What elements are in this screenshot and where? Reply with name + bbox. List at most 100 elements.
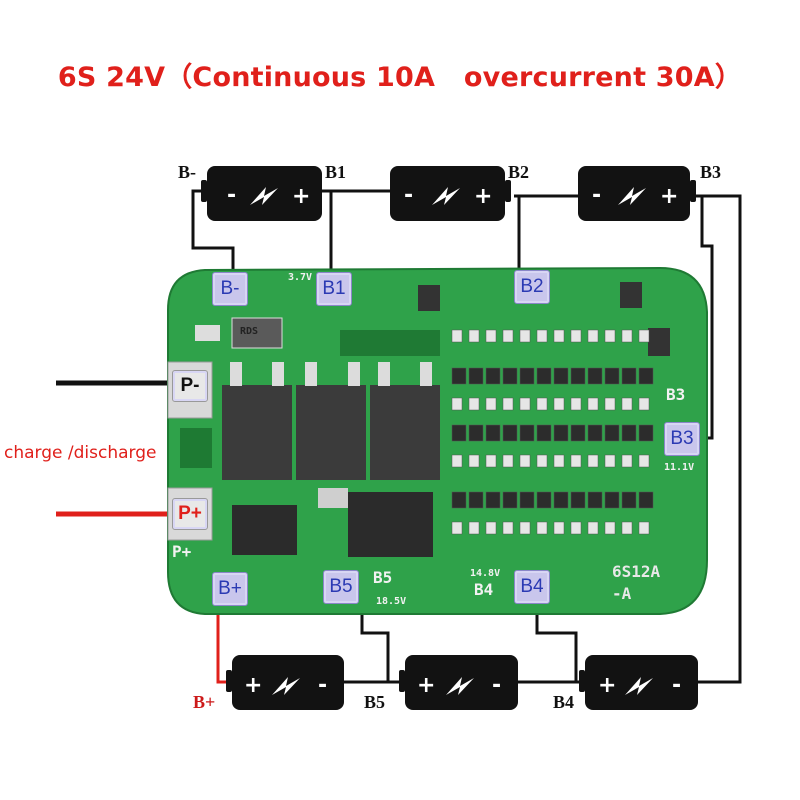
label-b4: B4: [553, 692, 575, 712]
svg-text:+: +: [474, 184, 492, 209]
smd-part: [570, 491, 586, 509]
smd-part: [621, 521, 633, 535]
smd-part: [502, 424, 518, 442]
pad-b1: B1: [316, 272, 352, 306]
smd-part: [604, 367, 620, 385]
smd-part: [536, 397, 548, 411]
smd-part: [502, 454, 514, 468]
battery-cell-6: + -: [226, 655, 344, 710]
diagram-title: 6S 24V（Continuous 10A overcurrent 30A）: [57, 62, 743, 93]
silk-model: 6S12A: [612, 562, 661, 581]
label-b-plus: B+: [193, 692, 216, 712]
smd-part: [451, 424, 467, 442]
silk-rds: RDS: [240, 326, 259, 337]
smd-part: [451, 521, 463, 535]
smd-part: [638, 329, 650, 343]
svg-text:-: -: [492, 673, 501, 698]
smd-part: [621, 367, 637, 385]
smd-part: [468, 454, 480, 468]
svg-text:+: +: [660, 184, 678, 209]
smd-part: [485, 397, 497, 411]
pad-b4: B4: [514, 570, 550, 604]
smd-part: [553, 491, 569, 509]
pad-b3: B3: [664, 422, 700, 456]
silk-p-plus: P+: [172, 542, 192, 561]
smd-part: [468, 491, 484, 509]
battery-cell-3: - +: [578, 166, 696, 221]
smd-part: [502, 329, 514, 343]
pad-b-plus: B+: [212, 572, 248, 606]
smd-part: [638, 424, 654, 442]
smd-part: [451, 367, 467, 385]
smd-part: [468, 329, 480, 343]
smd-part: [570, 397, 582, 411]
smd-part: [502, 397, 514, 411]
silk-variant: -A: [612, 584, 632, 603]
pad-p-plus: P+: [172, 498, 208, 530]
smd-part: [638, 397, 650, 411]
smd-part: [587, 454, 599, 468]
smd-part: [604, 397, 616, 411]
smd-part: [468, 424, 484, 442]
smd-part: [570, 454, 582, 468]
smd-part: [604, 521, 616, 535]
svg-text:-: -: [404, 183, 413, 208]
pad-b5: B5: [323, 570, 359, 604]
pad-b2: B2: [514, 270, 550, 304]
svg-text:-: -: [227, 183, 236, 208]
smd-part: [638, 521, 650, 535]
smd-part: [502, 367, 518, 385]
smd-part: [519, 521, 531, 535]
smd-part: [536, 424, 552, 442]
smd-components: [451, 329, 654, 535]
smd-part: [587, 491, 603, 509]
svg-text:-: -: [672, 673, 681, 698]
smd-part: [570, 424, 586, 442]
smd-part: [519, 491, 535, 509]
smd-part: [485, 454, 497, 468]
battery-cell-1: - +: [201, 166, 322, 221]
label-b5: B5: [364, 692, 386, 712]
smd-part: [468, 397, 480, 411]
battery-cell-2: - +: [390, 166, 511, 221]
wire-b5-pad: [360, 602, 390, 682]
silk-18-5v: 18.5V: [376, 596, 407, 607]
smd-part: [638, 491, 654, 509]
smd-part: [638, 454, 650, 468]
smd-part: [485, 521, 497, 535]
smd-part: [570, 367, 586, 385]
smd-part: [621, 329, 633, 343]
smd-part: [621, 424, 637, 442]
smd-part: [553, 367, 569, 385]
smd-part: [553, 397, 565, 411]
svg-text:-: -: [318, 673, 327, 698]
smd-part: [570, 521, 582, 535]
svg-text:+: +: [417, 673, 435, 698]
wire-b4-pad: [535, 602, 578, 682]
smd-part: [502, 521, 514, 535]
smd-part: [485, 329, 497, 343]
battery-cell-5: + -: [399, 655, 518, 710]
charge-discharge-label: charge /discharge: [4, 443, 157, 463]
smd-part: [570, 329, 582, 343]
smd-part: [519, 424, 535, 442]
silk-b5: B5: [373, 568, 393, 587]
smd-part: [621, 491, 637, 509]
smd-part: [587, 521, 599, 535]
silk-3-7v: 3.7V: [288, 272, 313, 283]
smd-part: [451, 454, 463, 468]
smd-part: [553, 424, 569, 442]
silk-11-1v: 11.1V: [664, 462, 695, 473]
smd-part: [451, 397, 463, 411]
smd-part: [519, 367, 535, 385]
smd-part: [536, 491, 552, 509]
wiring: [56, 189, 742, 684]
smd-part: [604, 491, 620, 509]
smd-part: [519, 397, 531, 411]
smd-part: [519, 329, 531, 343]
smd-part: [587, 329, 599, 343]
smd-part: [587, 397, 599, 411]
smd-part: [553, 521, 565, 535]
svg-text:+: +: [598, 673, 616, 698]
smd-part: [485, 491, 501, 509]
